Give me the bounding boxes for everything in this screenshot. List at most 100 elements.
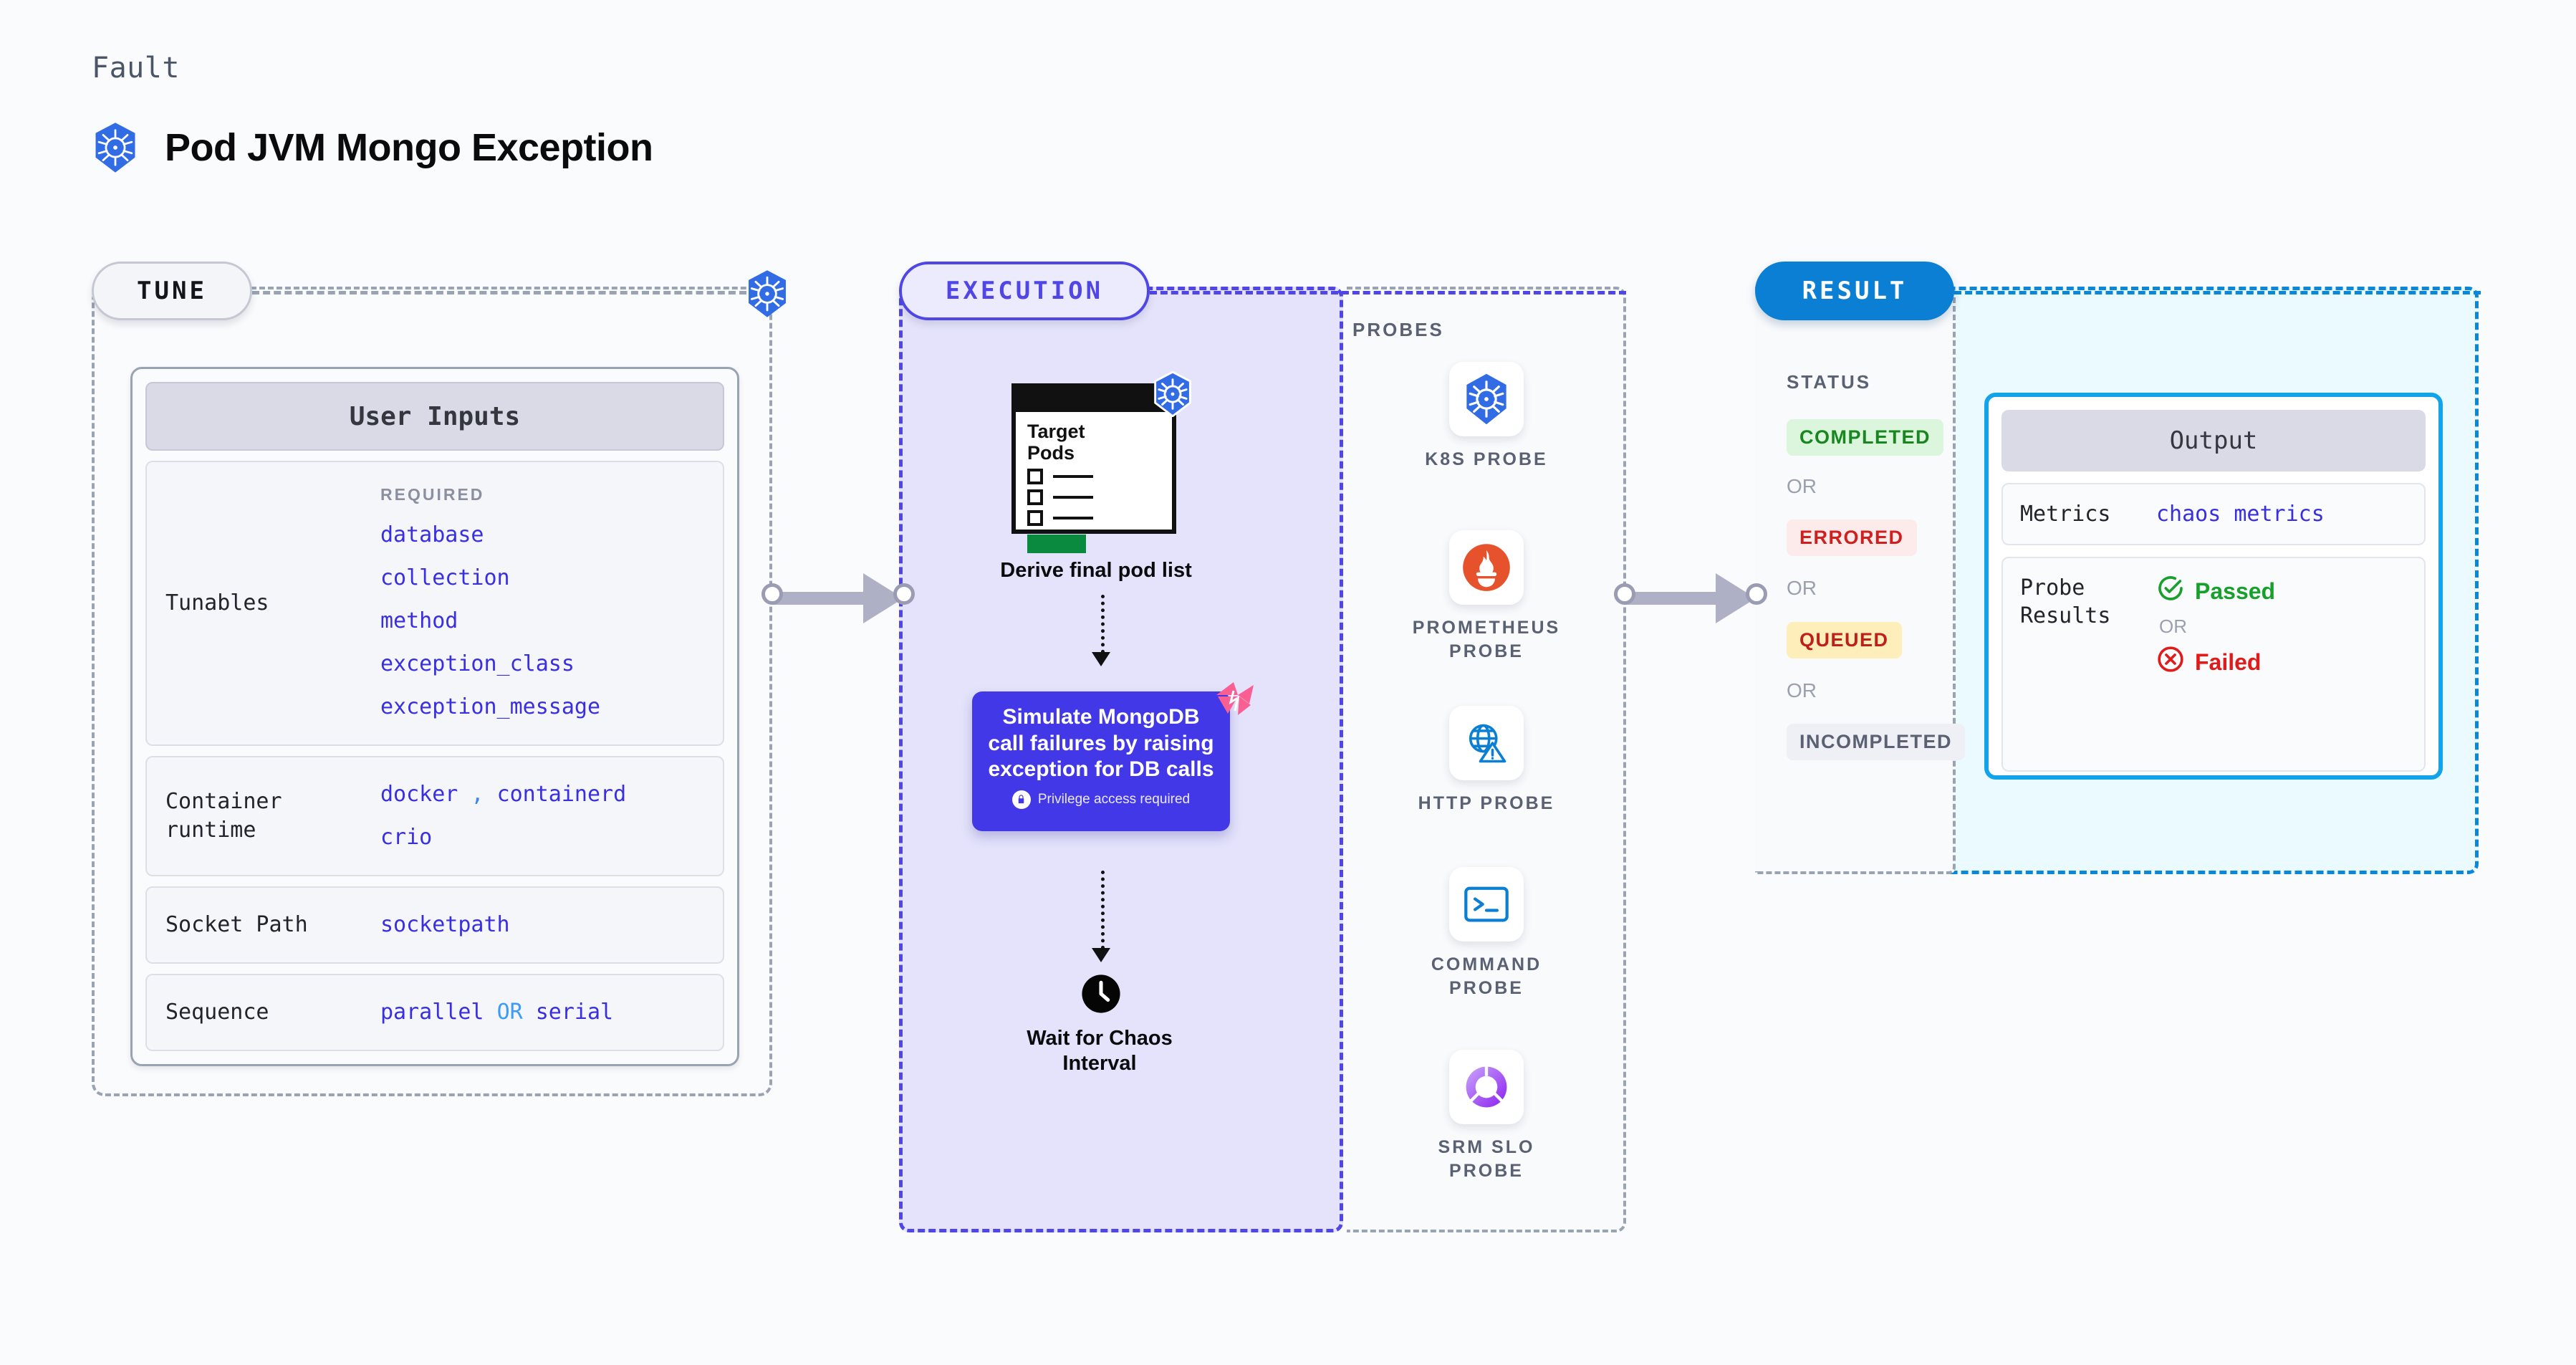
- status-badge-queued: QUEUED: [1787, 622, 1902, 658]
- stage-pill-tune[interactable]: TUNE: [92, 262, 252, 320]
- or-label: OR: [1787, 475, 1817, 497]
- checkbox-icon: [1027, 510, 1043, 527]
- sequence-row: Sequence parallel OR serial: [145, 974, 724, 1051]
- value-separator: OR: [496, 1000, 523, 1025]
- status-badge-errored: ERRORED: [1787, 519, 1917, 556]
- probe-label: SRM SLO PROBE: [1404, 1136, 1569, 1182]
- tune-panel: [92, 287, 772, 1096]
- sequence-values: parallel OR serial: [380, 991, 613, 1034]
- flow-arrow-line: [1101, 595, 1105, 653]
- check-circle-icon: [2156, 574, 2185, 608]
- tunable-value[interactable]: exception_message: [380, 694, 601, 719]
- checkbox-icon: [1027, 469, 1043, 485]
- globe-alert-icon: [1449, 706, 1524, 780]
- status-badge-incompleted: INCOMPLETED: [1787, 724, 1966, 760]
- probe-label-line2: PROBE: [1449, 641, 1524, 661]
- status-subpanel: [1755, 287, 1956, 874]
- tunable-value[interactable]: collection: [380, 565, 510, 590]
- stage-pill-execution[interactable]: EXECUTION: [899, 262, 1150, 320]
- runtime-value[interactable]: containerd: [496, 782, 627, 807]
- probes-title: PROBES: [1352, 319, 1444, 340]
- probe-item-prometheus[interactable]: PROMETHEUS PROBE: [1404, 530, 1569, 663]
- tune-leader-line: [252, 291, 746, 294]
- runtime-value[interactable]: docker: [380, 782, 458, 807]
- page-title: Pod JVM Mongo Exception: [165, 126, 653, 169]
- probe-item-command[interactable]: COMMAND PROBE: [1404, 867, 1569, 1000]
- passed-label: Passed: [2195, 578, 2276, 604]
- flow-arrow-line: [1101, 871, 1105, 949]
- pod-list-item: [1016, 505, 1172, 527]
- pod-list-item: [1016, 484, 1172, 506]
- tunable-value[interactable]: exception_class: [380, 651, 575, 676]
- wait-label-line1: Wait for Chaos: [1027, 1027, 1173, 1050]
- execution-leader-line: [1150, 291, 1626, 294]
- connector-tune-to-execution: [756, 573, 921, 623]
- or-label: OR: [1787, 679, 1817, 701]
- probe-label: K8S PROBE: [1425, 449, 1548, 469]
- probe-label-line2: PROBE: [1449, 1160, 1524, 1181]
- value-separator: ,: [471, 782, 484, 807]
- tunables-label: Tunables: [165, 590, 269, 616]
- probe-item-srm-slo[interactable]: SRM SLO PROBE: [1404, 1050, 1569, 1182]
- kubernetes-icon: [1449, 362, 1524, 436]
- flow-arrow-head: [1092, 948, 1110, 962]
- wait-label-line2: Interval: [1062, 1051, 1137, 1075]
- card-title-bar: [1016, 388, 1172, 412]
- status-badge-completed: COMPLETED: [1787, 419, 1944, 456]
- derive-pod-list-label: Derive final pod list: [1000, 559, 1192, 582]
- selected-pod-bar: [1027, 535, 1086, 554]
- kubernetes-icon: [745, 269, 789, 322]
- pod-list-item: [1016, 464, 1172, 485]
- tunable-value[interactable]: method: [380, 608, 458, 633]
- kubernetes-icon: [1152, 370, 1193, 421]
- failed-label: Failed: [2195, 648, 2262, 675]
- socket-path-label: Socket Path: [165, 911, 308, 937]
- output-title: Output: [2001, 410, 2426, 471]
- probe-item-http[interactable]: HTTP PROBE: [1404, 706, 1569, 815]
- probe-result-passed: Passed: [2156, 574, 2275, 608]
- metrics-label: Metrics: [2020, 502, 2111, 527]
- socket-path-row: Socket Path socketpath: [145, 886, 724, 964]
- metrics-value[interactable]: chaos metrics: [2156, 502, 2325, 527]
- tunables-values: REQUIRED database collection method exce…: [380, 478, 600, 729]
- user-inputs-title: User Inputs: [145, 382, 724, 451]
- page-kicker: Fault: [92, 52, 180, 85]
- status-title: STATUS: [1787, 371, 1872, 393]
- metrics-row: Metrics chaos metrics: [2001, 483, 2426, 545]
- probe-label-line1: PROMETHEUS: [1412, 618, 1561, 638]
- socket-path-value[interactable]: socketpath: [380, 912, 510, 937]
- probe-label: COMMAND PROBE: [1404, 953, 1569, 1000]
- page-title-row: Pod JVM Mongo Exception: [92, 122, 653, 173]
- kubernetes-icon: [92, 122, 139, 173]
- sequence-value[interactable]: parallel: [380, 1000, 484, 1025]
- tunable-value[interactable]: database: [380, 522, 484, 547]
- container-runtime-label: Container runtime: [165, 788, 282, 843]
- flow-arrow-head: [1092, 652, 1110, 666]
- runtime-value[interactable]: crio: [380, 825, 433, 850]
- checkbox-icon: [1027, 489, 1043, 506]
- x-circle-icon: [2156, 645, 2185, 679]
- target-pods-card: Target Pods: [1011, 383, 1176, 554]
- wait-interval-label: Wait for Chaos Interval: [946, 1026, 1254, 1076]
- container-runtime-values: docker , containerd crio: [380, 773, 626, 859]
- probe-label-line2: PROBE: [1449, 977, 1524, 998]
- or-label: OR: [2159, 616, 2187, 637]
- action-card[interactable]: Simulate MongoDB call failures by raisin…: [972, 691, 1230, 831]
- target-pods-title-line1: Target: [1027, 421, 1085, 442]
- result-leader-line: [1954, 291, 2481, 294]
- user-inputs-card: User Inputs Tunables REQUIRED database c…: [130, 367, 739, 1066]
- stage-pill-result[interactable]: RESULT: [1755, 262, 1954, 320]
- tunables-row: Tunables REQUIRED database collection me…: [145, 461, 724, 746]
- privilege-note-text: Privilege access required: [1037, 791, 1191, 807]
- clock-icon: [1080, 973, 1122, 1015]
- chaos-ribbon-icon: [1209, 681, 1255, 727]
- sequence-value[interactable]: serial: [535, 1000, 614, 1025]
- or-label: OR: [1787, 577, 1817, 599]
- container-runtime-row: Container runtime docker , containerd cr…: [145, 756, 724, 876]
- probe-item-k8s[interactable]: K8S PROBE: [1404, 362, 1569, 471]
- privilege-note: Privilege access required: [972, 790, 1230, 809]
- probe-label: PROMETHEUS PROBE: [1404, 616, 1569, 663]
- srm-slo-icon: [1449, 1050, 1524, 1124]
